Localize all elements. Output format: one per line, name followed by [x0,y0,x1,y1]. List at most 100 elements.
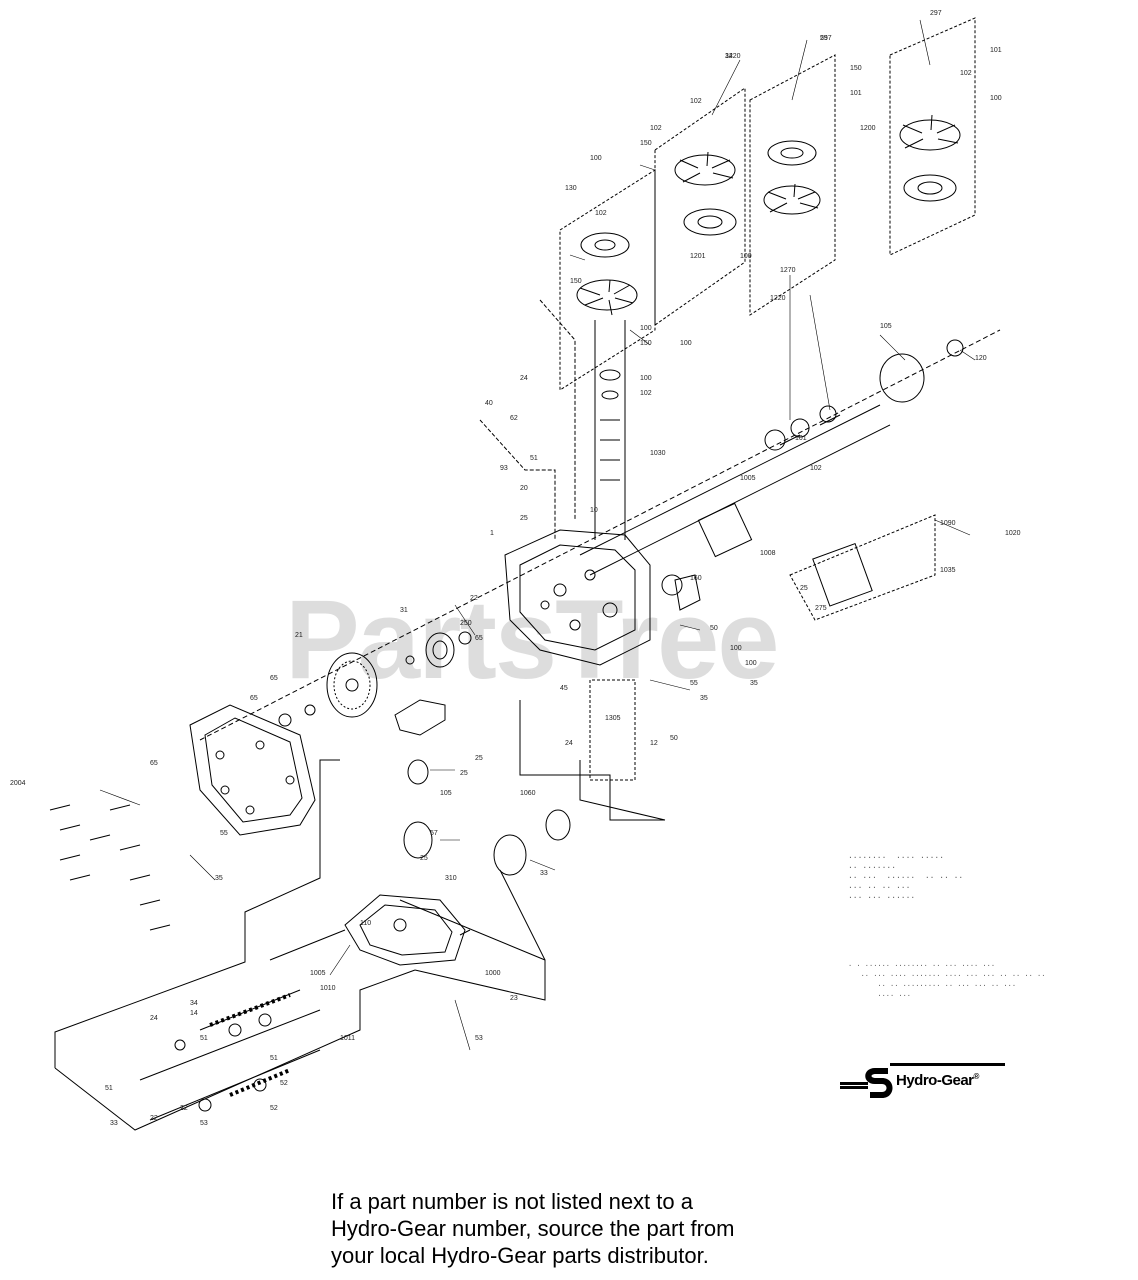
part-callout: 24 [150,1015,158,1022]
legend-line-1: ........ .... ..... [848,852,945,861]
part-callout: 297 [930,10,942,17]
center-line [199,329,1001,741]
fan-1 [576,232,638,316]
fan-kit-panel-1 [559,169,656,391]
part-callout: 1 [490,530,494,537]
part-callout: 10 [590,507,598,514]
part-callout: 24 [520,375,528,382]
part-callout: 100 [640,375,652,382]
part-callout: 1305 [605,715,621,722]
part-callout: 110 [360,920,371,927]
fan-4 [899,114,961,202]
part-callout: 102 [810,465,822,472]
part-callout: 53 [200,1120,208,1127]
part-callout: 250 [460,620,472,627]
part-callout: 14 [190,1010,198,1017]
part-callout: 1060 [520,790,536,797]
part-callout: 1200 [860,125,876,132]
part-callout: 150 [640,340,652,347]
part-callout: 102 [650,125,662,132]
part-callout: 1010 [320,985,336,992]
notes-line-1: . . ...... ........ .. ... .... ... [848,961,996,969]
part-callout: 100 [730,645,742,652]
part-callout: 1008 [760,550,776,557]
part-callout: 1000 [485,970,501,977]
part-callout: 55 [220,830,228,837]
part-callout: 62 [510,415,518,422]
notes-line-4: .... ... [848,991,912,999]
part-callout: 105 [880,323,892,330]
part-callout: 2004 [10,780,26,787]
part-callout: 31 [400,607,408,614]
part-callout: 35 [750,680,758,687]
part-callout: 51 [105,1085,113,1092]
part-callout: 1220 [725,53,741,60]
part-callout: 160 [690,575,702,582]
lower-shafts [139,989,321,1121]
part-callout: 1090 [940,520,956,527]
part-callout: 22 [470,595,478,602]
bypass-assembly [789,514,936,621]
part-callout: 53 [475,1035,483,1042]
center-housing [504,529,651,666]
part-callout: 1011 [340,1035,355,1042]
part-callout: 275 [815,605,827,612]
legend-line-3: .. ... ...... .. .. .. [848,872,964,881]
part-callout: 20 [520,485,528,492]
upper-bracket-lines [479,299,576,540]
motor-gears [403,759,571,876]
lower-outlines [54,679,666,1131]
part-callout: 22 [180,1105,188,1112]
part-callout: 120 [975,355,987,362]
part-callout: 100 [990,95,1002,102]
brand-registered: ® [973,1072,980,1081]
part-callout: 101 [795,435,807,442]
part-callout: 150 [640,140,652,147]
part-callout: 65 [250,695,258,702]
pump-housing [269,894,471,966]
part-callout: 1005 [740,475,756,482]
part-callout: 51 [530,455,538,462]
callout-labels: 2971220102150101120010215010110029710010… [10,10,1021,1127]
part-callout: 55 [690,680,698,687]
part-callout: 297 [820,35,832,42]
part-callout: 21 [295,632,303,639]
part-callout: 102 [640,390,652,397]
part-callout: 65 [270,675,278,682]
part-callout: 40 [485,400,493,407]
part-callout: 25 [800,585,808,592]
part-callout: 33 [540,870,548,877]
part-callout: 50 [710,625,718,632]
legend-line-5: ... ... ...... [848,892,916,901]
axle-shaft [579,339,964,576]
part-callout: 12 [650,740,658,747]
bypass-assembly-parts [661,502,873,611]
part-callout: 102 [960,70,972,77]
part-callout: 100 [640,325,652,332]
part-callout: 150 [570,278,582,285]
footnote-line-1: If a part number is not listed next to a [331,1189,693,1214]
part-callout: 93 [500,465,508,472]
watermark: PartsTree [285,577,780,702]
part-callout: 100 [740,253,752,260]
notes-line-2: .. ... .... ....... .... ... ... .. .. .… [848,971,1046,979]
input-shaft-assembly [594,320,626,540]
part-callout: 52 [280,1080,288,1087]
notes-block: . . ...... ........ .. ... .... ... .. .… [848,960,1045,1000]
part-callout: 101 [850,90,862,97]
part-callout: 25 [460,770,468,777]
part-callout: 23 [510,995,518,1002]
part-callout: 105 [440,790,452,797]
brake-arm [394,699,446,736]
legend-block: ........ .... ..... .. ....... .. ... ..… [848,852,963,902]
part-callout: 1005 [310,970,326,977]
part-callout: 1030 [650,450,666,457]
part-callout: 100 [680,340,692,347]
side-cover [189,704,316,836]
part-callout: 100 [745,660,757,667]
part-callout: 25 [475,755,483,762]
leader-lines [99,19,976,1051]
part-callout: 35 [700,695,708,702]
part-callout: 22 [150,1115,158,1122]
part-callout: 24 [565,740,573,747]
